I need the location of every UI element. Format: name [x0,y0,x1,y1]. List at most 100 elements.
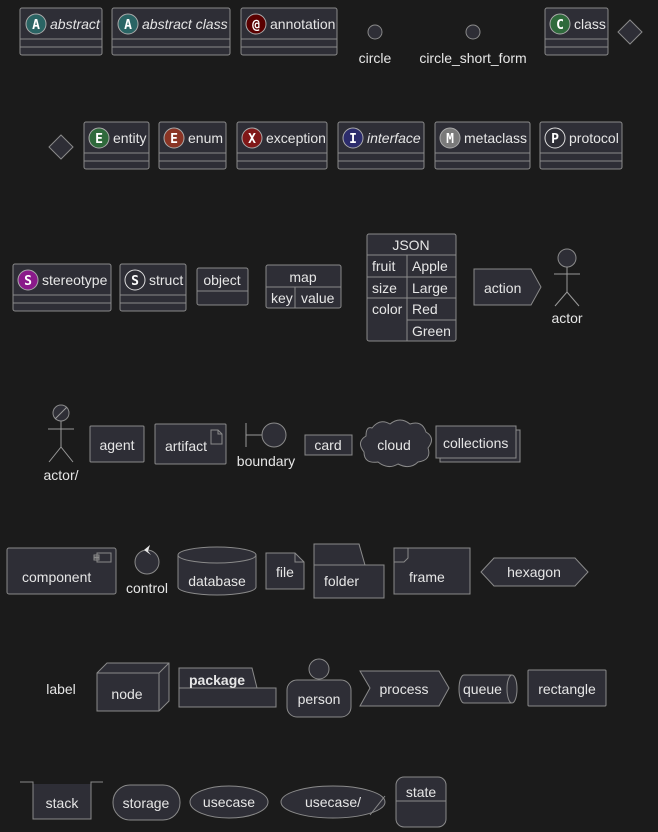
boundary-node[interactable]: boundary [237,422,295,469]
svg-text:queue: queue [463,681,502,697]
svg-text:component: component [22,569,91,585]
object-node[interactable]: object [196,267,249,306]
state-node[interactable]: state [395,776,447,828]
class-node[interactable]: C class [544,7,609,56]
svg-text:state: state [406,784,437,800]
hexagon-node[interactable]: hexagon [480,557,589,587]
actor-business-node[interactable]: actor/ [43,404,79,483]
svg-text:color: color [372,301,403,317]
collections-node[interactable]: collections [435,425,521,463]
svg-text:S: S [131,274,139,289]
svg-text:card: card [314,437,341,453]
package-node[interactable]: package [178,667,277,708]
svg-text:process: process [379,681,428,697]
label: annotation [270,16,335,32]
queue-node[interactable]: queue [458,674,518,704]
svg-text:value: value [301,290,335,306]
svg-text:I: I [349,132,357,147]
action-node[interactable]: action [473,268,542,306]
svg-text:struct: struct [149,272,183,288]
svg-text:actor/: actor/ [43,467,78,483]
svg-text:@: @ [252,18,260,33]
svg-text:M: M [446,132,454,147]
annotation-node[interactable]: @ annotation [240,7,338,56]
svg-text:Red: Red [412,301,438,317]
svg-text:JSON: JSON [392,237,429,253]
exception-badge-icon [241,127,263,149]
usecase-business-node[interactable]: usecase/ [280,785,386,819]
enum-node[interactable]: E enum [158,121,227,170]
frame-node[interactable]: frame [393,547,471,595]
control-node[interactable]: control [126,545,168,596]
svg-text:usecase: usecase [203,794,255,810]
boundary-icon [245,422,287,448]
circle-short-form-node[interactable]: circle_short_form [419,24,527,66]
svg-text:protocol: protocol [569,130,619,146]
svg-text:stereotype: stereotype [42,272,108,288]
control-icon [134,545,160,575]
svg-text:enum: enum [188,130,223,146]
abstract-class-node[interactable]: A abstract [19,7,103,56]
protocol-node[interactable]: P protocol [539,121,623,170]
svg-text:interface: interface [367,130,421,146]
svg-text:A: A [32,18,40,33]
interface-node[interactable]: I interface [337,121,425,170]
diamond-node[interactable] [48,134,74,160]
svg-text:frame: frame [409,569,445,585]
json-node[interactable]: JSON fruit Apple size Large color Red Gr… [366,233,457,342]
svg-text:usecase/: usecase/ [305,794,361,810]
struct-node[interactable]: S struct [119,263,187,312]
usecase-node[interactable]: usecase [189,785,269,819]
svg-text:fruit: fruit [372,258,395,274]
svg-text:file: file [276,564,294,580]
actor-node[interactable]: actor [551,248,583,326]
svg-text:A: A [124,18,132,33]
svg-text:control: control [126,580,168,596]
component-node[interactable]: component [6,547,117,595]
svg-text:rectangle: rectangle [538,681,596,697]
svg-text:Green: Green [412,323,451,339]
process-node[interactable]: process [359,670,450,707]
storage-node[interactable]: storage [112,784,181,821]
exception-node[interactable]: X exception [236,121,328,170]
protocol-badge-icon [544,127,566,149]
folder-node[interactable]: folder [313,543,385,599]
interface-badge-icon [342,127,364,149]
node-node[interactable]: node [96,662,170,712]
svg-text:E: E [170,132,178,147]
cloud-node[interactable]: cloud [360,419,432,468]
stereotype-node[interactable]: S stereotype [12,263,112,312]
database-node[interactable]: database [177,546,257,596]
svg-text:entity: entity [113,130,146,146]
artifact-node[interactable]: artifact [154,423,227,465]
svg-text:boundary: boundary [237,453,295,469]
metaclass-node[interactable]: M metaclass [434,121,531,170]
circle-node[interactable]: circle [359,24,392,66]
stereotype-badge-icon [17,269,39,291]
abstract-class-node-2[interactable]: A abstract class [111,7,231,56]
label: abstract class [142,16,228,32]
enum-badge-icon [163,127,185,149]
entity-node[interactable]: E entity [83,121,150,170]
map-node[interactable]: map key value [265,264,342,309]
card-node[interactable]: card [304,434,353,456]
svg-text:exception: exception [266,130,326,146]
stack-node[interactable]: stack [20,781,103,820]
agent-node[interactable]: agent [89,425,145,463]
metaclass-badge-icon [439,127,461,149]
svg-text:map: map [289,269,316,285]
annotation-badge-icon [245,13,267,35]
svg-text:collections: collections [443,435,508,451]
svg-text:circle_short_form: circle_short_form [419,50,526,66]
class-badge-icon [549,13,571,35]
rectangle-node[interactable]: rectangle [527,669,607,707]
person-node[interactable]: person [286,658,352,718]
svg-text:C: C [556,18,564,33]
svg-text:metaclass: metaclass [464,130,527,146]
svg-text:stack: stack [46,795,80,811]
file-node[interactable]: file [265,552,305,590]
diamond-node[interactable] [617,19,643,45]
svg-text:key: key [271,290,293,306]
svg-text:Apple: Apple [412,258,448,274]
